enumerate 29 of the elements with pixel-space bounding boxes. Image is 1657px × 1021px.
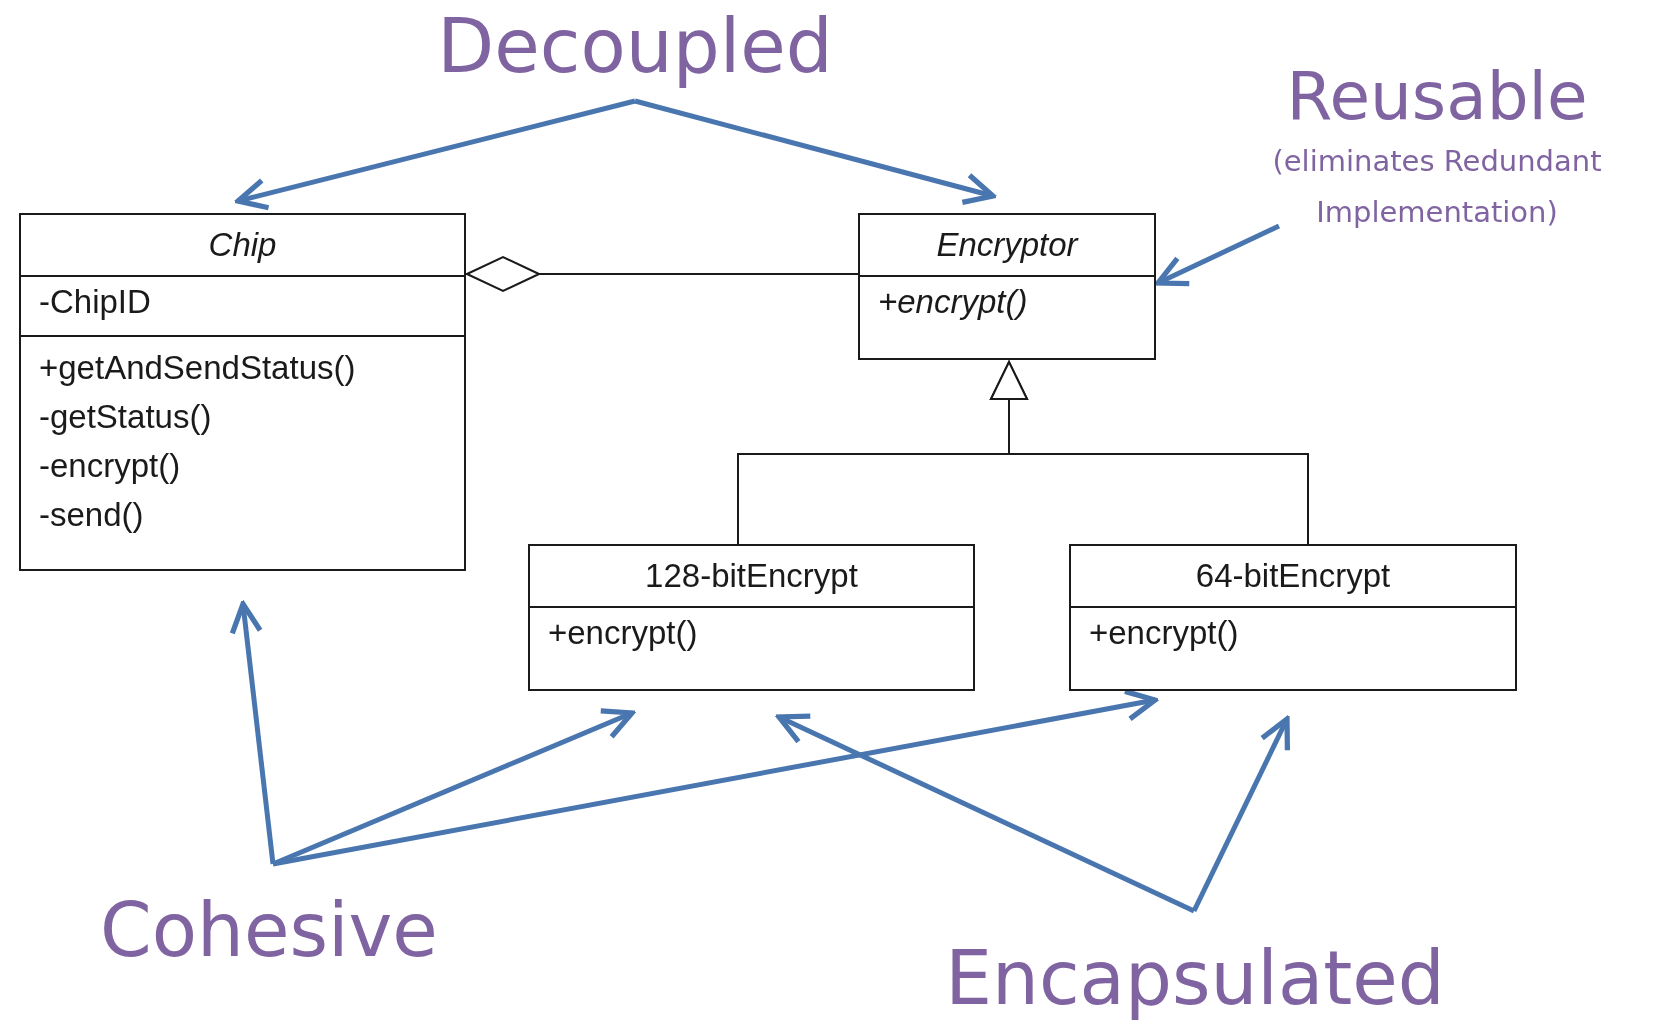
class-method: -send() bbox=[39, 495, 145, 535]
class-name: Chip bbox=[208, 226, 277, 264]
class-method: -getStatus() bbox=[39, 397, 213, 437]
class-box bbox=[858, 213, 1156, 360]
class-box bbox=[528, 544, 975, 691]
class-method: +encrypt() bbox=[548, 614, 699, 652]
class-method: -encrypt() bbox=[39, 446, 182, 486]
class-box bbox=[1069, 544, 1517, 691]
aggregation-line bbox=[465, 256, 859, 292]
class-name: Encryptor bbox=[936, 226, 1078, 264]
class-method: +encrypt() bbox=[878, 283, 1029, 321]
arrow bbox=[235, 98, 636, 211]
arrow bbox=[229, 601, 276, 865]
class-method: +encrypt() bbox=[1089, 614, 1240, 652]
class-name: 128-bitEncrypt bbox=[645, 557, 858, 595]
arrow bbox=[634, 98, 996, 205]
annotation-note: (eliminates Redundant Implementation) bbox=[1271, 143, 1603, 232]
annotation-label: Encapsulated bbox=[945, 933, 1445, 1021]
arrow bbox=[1155, 223, 1281, 287]
annotation-label: Decoupled bbox=[437, 1, 833, 91]
arrow bbox=[1191, 716, 1290, 913]
generalization-arrow bbox=[990, 361, 1309, 545]
annotation-label: Cohesive bbox=[100, 885, 438, 975]
class-method: +getAndSendStatus() bbox=[39, 348, 357, 388]
class-attribute: -ChipID bbox=[39, 283, 152, 321]
annotation-label: Reusable bbox=[1286, 57, 1588, 137]
class-name: 64-bitEncrypt bbox=[1195, 557, 1391, 595]
arrow bbox=[776, 713, 1196, 914]
class-box bbox=[19, 213, 466, 571]
